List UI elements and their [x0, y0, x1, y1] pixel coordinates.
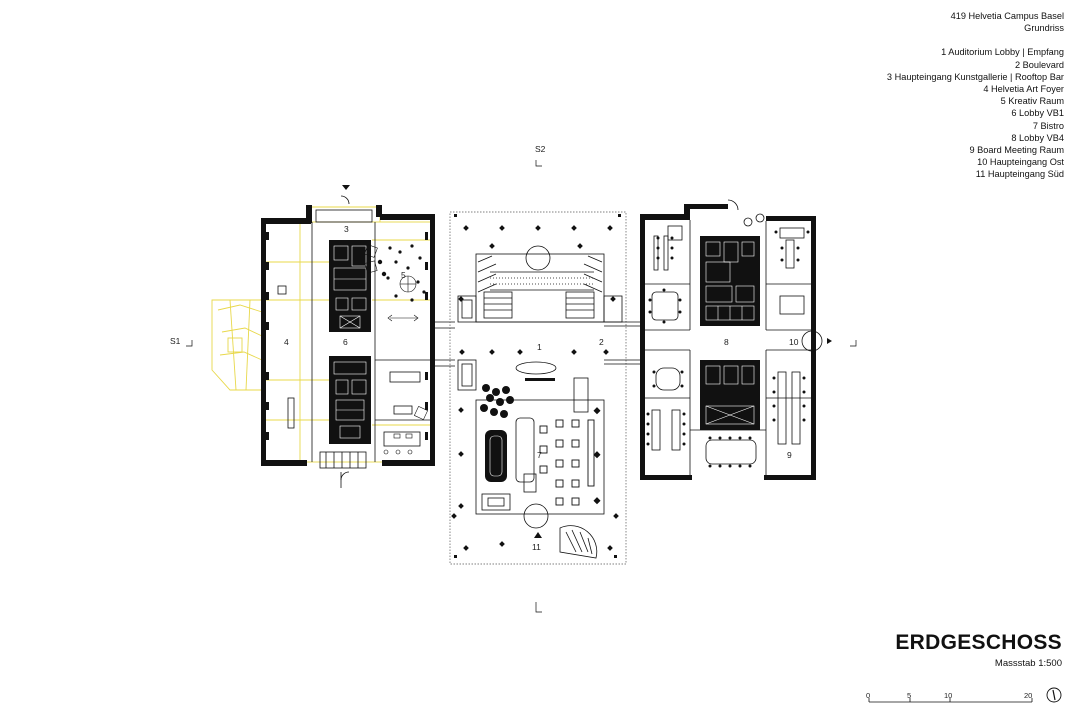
north-arrow-icon	[1046, 687, 1062, 703]
project-title: 419 Helvetia Campus Basel	[950, 11, 1064, 21]
room-number-1: 1	[537, 342, 542, 352]
legend-item: 3 Haupteingang Kunstgallerie | Rooftop B…	[886, 71, 1064, 82]
drawing-title: ERDGESCHOSS	[895, 631, 1062, 654]
legend-item: 4 Helvetia Art Foyer	[983, 84, 1064, 95]
section-mark-s1: S1	[170, 336, 181, 346]
room-number-9: 9	[787, 450, 792, 460]
legend-item: 1 Auditorium Lobby | Empfang	[941, 47, 1064, 58]
east-wing	[640, 199, 823, 480]
room-number-7: 7	[537, 450, 542, 460]
room-number-8: 8	[724, 337, 729, 347]
room-number-10: 10	[789, 337, 799, 347]
scale-tick-5: 5	[907, 691, 911, 700]
legend-item: 2 Boulevard	[1014, 59, 1064, 70]
legend-item: 6 Lobby VB1	[1011, 108, 1064, 119]
legend-item: 11 Haupteingang Süd	[975, 169, 1064, 180]
scale-tick-20: 20	[1024, 691, 1032, 700]
legend-item: 8 Lobby VB4	[1011, 132, 1064, 143]
room-number-11: 11	[532, 542, 541, 552]
room-number-2: 2	[599, 337, 604, 347]
legend-item: 7 Bistro	[1032, 120, 1064, 131]
scale-label: Massstab 1:500	[994, 658, 1062, 669]
scale-bar: 0 5 10 20	[866, 691, 1033, 703]
legend-item: 10 Haupteingang Ost	[977, 157, 1064, 168]
scale-tick-10: 10	[944, 691, 952, 700]
title-block: ERDGESCHOSS Massstab 1:500	[895, 631, 1062, 669]
legend-item: 9 Board Meeting Raum	[969, 145, 1064, 156]
drawing-type: Grundriss	[1024, 23, 1064, 34]
west-wing	[211, 185, 455, 488]
scale-tick-0: 0	[866, 691, 870, 700]
room-number-3: 3	[344, 224, 349, 234]
section-mark-s2: S2	[535, 144, 546, 154]
room-number-5: 5	[401, 270, 406, 280]
legend-block: 419 Helvetia Campus Basel Grundriss 1 Au…	[887, 10, 1064, 181]
central-pavilion	[449, 211, 640, 565]
room-number-6: 6	[343, 337, 348, 347]
legend-item: 5 Kreativ Raum	[1000, 96, 1064, 107]
room-number-4: 4	[284, 337, 289, 347]
